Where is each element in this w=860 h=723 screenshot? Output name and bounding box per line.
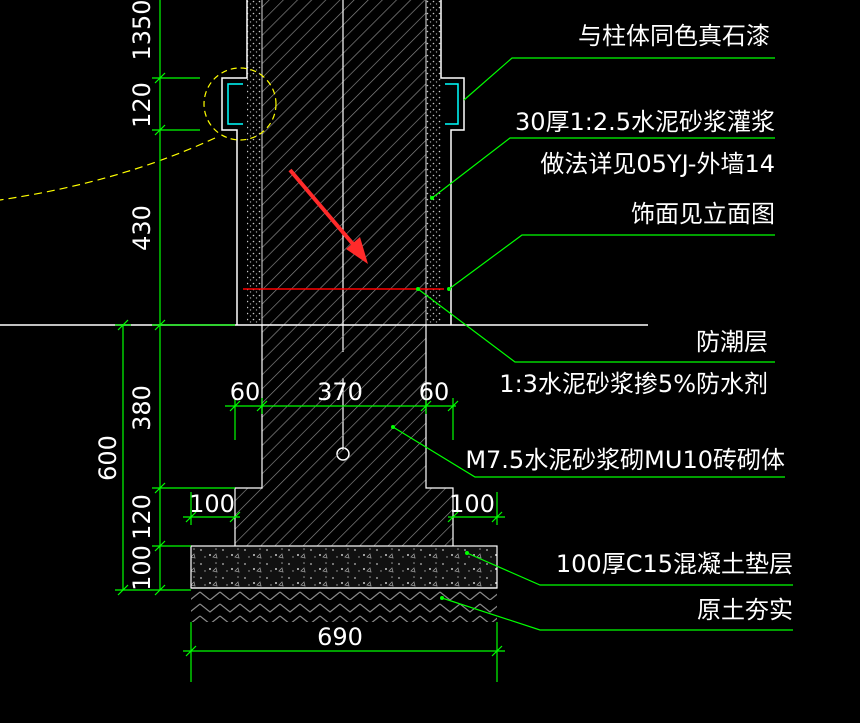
dim-shaft: 430 [128, 205, 156, 251]
column-left-grout [247, 0, 262, 325]
label-masonry: M7.5水泥砂浆砌MU10砖砌体 [465, 446, 785, 474]
label-finish: 饰面见立面图 [631, 200, 775, 228]
column-core [262, 0, 426, 325]
concrete-cushion [190, 545, 498, 589]
dim-below-ground: 380 [128, 385, 156, 431]
stone-paint-edge [227, 83, 459, 125]
dim-wall-width: 370 [317, 378, 363, 406]
dim-left-step: 100 [189, 490, 235, 518]
label-grout-line2: 做法详见05YJ-外墙14 [540, 150, 775, 178]
dim-top: 1350 [128, 0, 156, 61]
red-arrow-head [346, 237, 368, 264]
label-stone-paint: 与柱体同色真石漆 [578, 22, 770, 50]
dim-step: 120 [128, 494, 156, 540]
masonry-footing [235, 488, 453, 546]
detail-callout [0, 137, 216, 201]
horizontal-dimensions [183, 398, 505, 682]
compacted-soil [191, 588, 497, 622]
label-dpc-title: 防潮层 [696, 328, 768, 356]
dim-footing-total: 600 [94, 435, 122, 481]
dim-right-step: 100 [449, 490, 495, 518]
label-soil: 原土夯实 [697, 596, 793, 624]
detail-circle [203, 67, 277, 141]
red-arrow-shaft [288, 168, 360, 252]
dim-cap: 120 [128, 82, 156, 128]
column-outline [221, 0, 465, 325]
dim-base-width: 690 [317, 623, 363, 651]
leader-lines [392, 57, 793, 631]
dim-cushion: 100 [128, 545, 156, 591]
label-grout-line1: 30厚1:2.5水泥砂浆灌浆 [515, 108, 775, 136]
column-right-grout [426, 0, 441, 325]
label-dpc-detail: 1:3水泥砂浆掺5%防水剂 [499, 370, 768, 398]
vertical-dimensions [115, 0, 235, 596]
dim-left-offset: 60 [230, 378, 261, 406]
dim-right-offset: 60 [419, 378, 450, 406]
label-cushion: 100厚C15混凝土垫层 [556, 550, 793, 578]
